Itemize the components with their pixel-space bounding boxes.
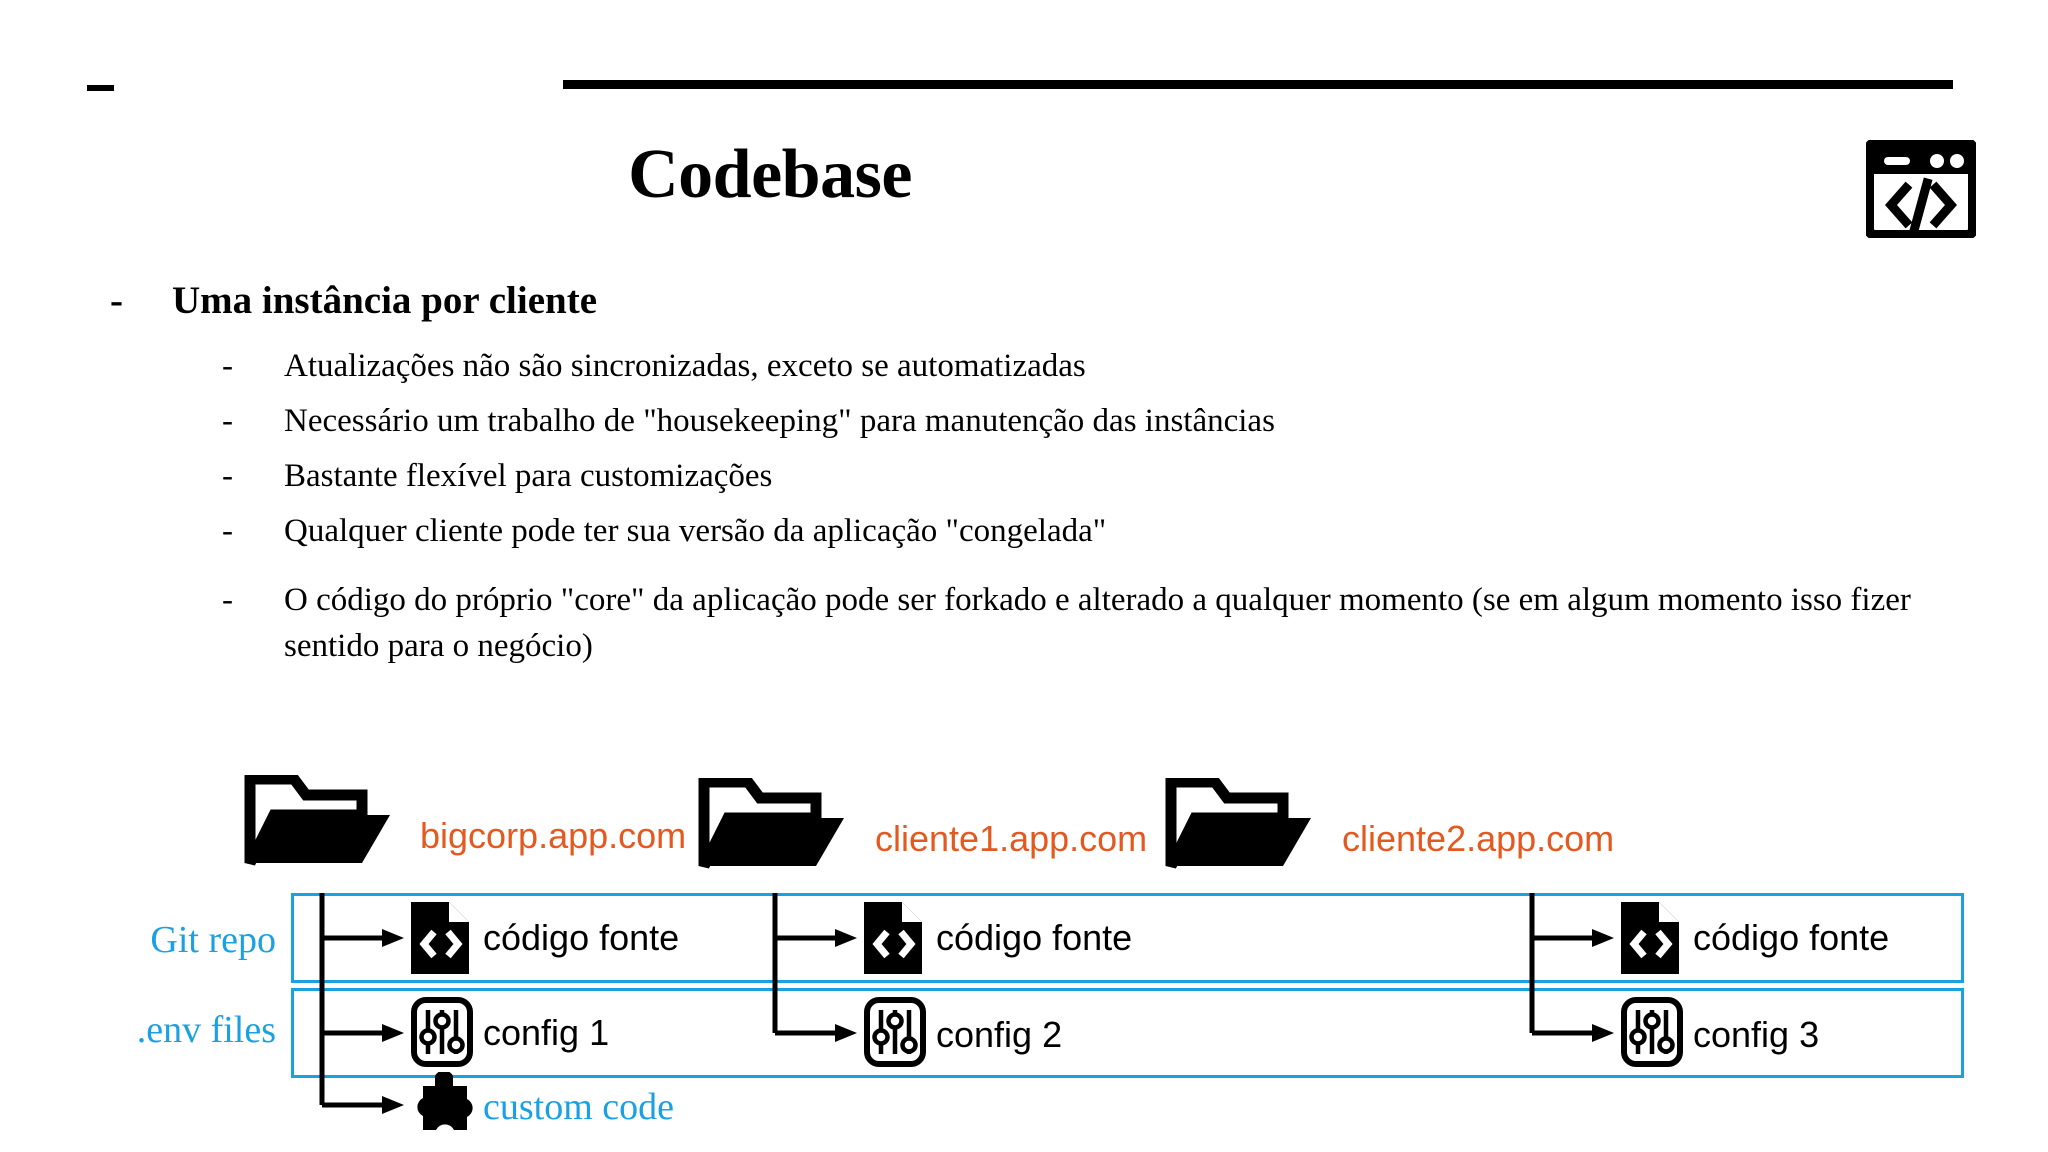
side-label-env-files: .env files xyxy=(136,1009,276,1051)
bullet-marker: - xyxy=(222,348,233,384)
list-item-text: Qualquer cliente pode ter sua versão da … xyxy=(284,512,1107,549)
node-label: custom code xyxy=(483,1086,675,1128)
bullet-sublist: - Atualizações não são sincronizadas, ex… xyxy=(222,345,2012,682)
node-label: código fonte xyxy=(936,917,1133,958)
node-label: config 3 xyxy=(1693,1014,1820,1055)
list-item: - Qualquer cliente pode ter sua versão d… xyxy=(222,510,2012,553)
tree-connector xyxy=(1529,893,1614,1042)
node-label: config 2 xyxy=(936,1014,1063,1055)
tree-connector xyxy=(772,893,857,1042)
folder-label: cliente2.app.com xyxy=(1342,818,1615,859)
folder-open-icon xyxy=(698,776,848,870)
folder-open-icon xyxy=(244,773,394,867)
sliders-icon xyxy=(864,997,926,1072)
list-item-text: Atualizações não são sincronizadas, exce… xyxy=(284,348,1086,384)
code-file-icon xyxy=(864,902,922,979)
code-window-icon xyxy=(1864,138,1978,240)
list-item: - Atualizações não são sincronizadas, ex… xyxy=(222,345,2012,388)
page-title: Codebase xyxy=(628,136,912,213)
top-horizontal-rule xyxy=(563,80,1953,89)
code-file-icon xyxy=(411,902,469,979)
list-item: - Necessário um trabalho de "housekeepin… xyxy=(222,400,2012,443)
list-item-text: O código do próprio "core" da aplicação … xyxy=(284,581,1911,665)
code-file-icon xyxy=(1621,902,1679,979)
folder-open-icon xyxy=(1165,776,1315,870)
folder-label: bigcorp.app.com xyxy=(420,815,687,856)
folder-label: cliente1.app.com xyxy=(875,818,1148,859)
list-item: - Bastante flexível para customizações xyxy=(222,455,2012,498)
bullet-marker: - xyxy=(222,512,233,549)
bullet-marker: - xyxy=(222,402,233,439)
list-item: - O código do próprio "core" da aplicaçã… xyxy=(222,577,2012,671)
git-repo-band xyxy=(291,893,1964,983)
tree-connector xyxy=(319,893,404,1114)
node-label: código fonte xyxy=(483,917,680,958)
bullet-marker: - xyxy=(222,581,233,618)
env-files-band xyxy=(291,988,1964,1078)
list-item-text: Bastante flexível para customizações xyxy=(284,457,773,494)
bullet-level1-text: Uma instância por cliente xyxy=(172,279,598,322)
sliders-icon xyxy=(411,997,473,1072)
bullet-level1: - Uma instância por cliente xyxy=(110,279,598,323)
top-left-dash xyxy=(87,85,114,91)
list-item-text: Necessário um trabalho de "housekeeping"… xyxy=(284,402,1275,439)
node-label: config 1 xyxy=(483,1012,610,1053)
bullet-marker: - xyxy=(110,279,123,322)
bullet-marker: - xyxy=(222,457,233,494)
sliders-icon xyxy=(1621,997,1683,1072)
side-label-git-repo: Git repo xyxy=(150,919,276,961)
node-label: código fonte xyxy=(1693,917,1890,958)
puzzle-piece-icon xyxy=(411,1070,477,1151)
